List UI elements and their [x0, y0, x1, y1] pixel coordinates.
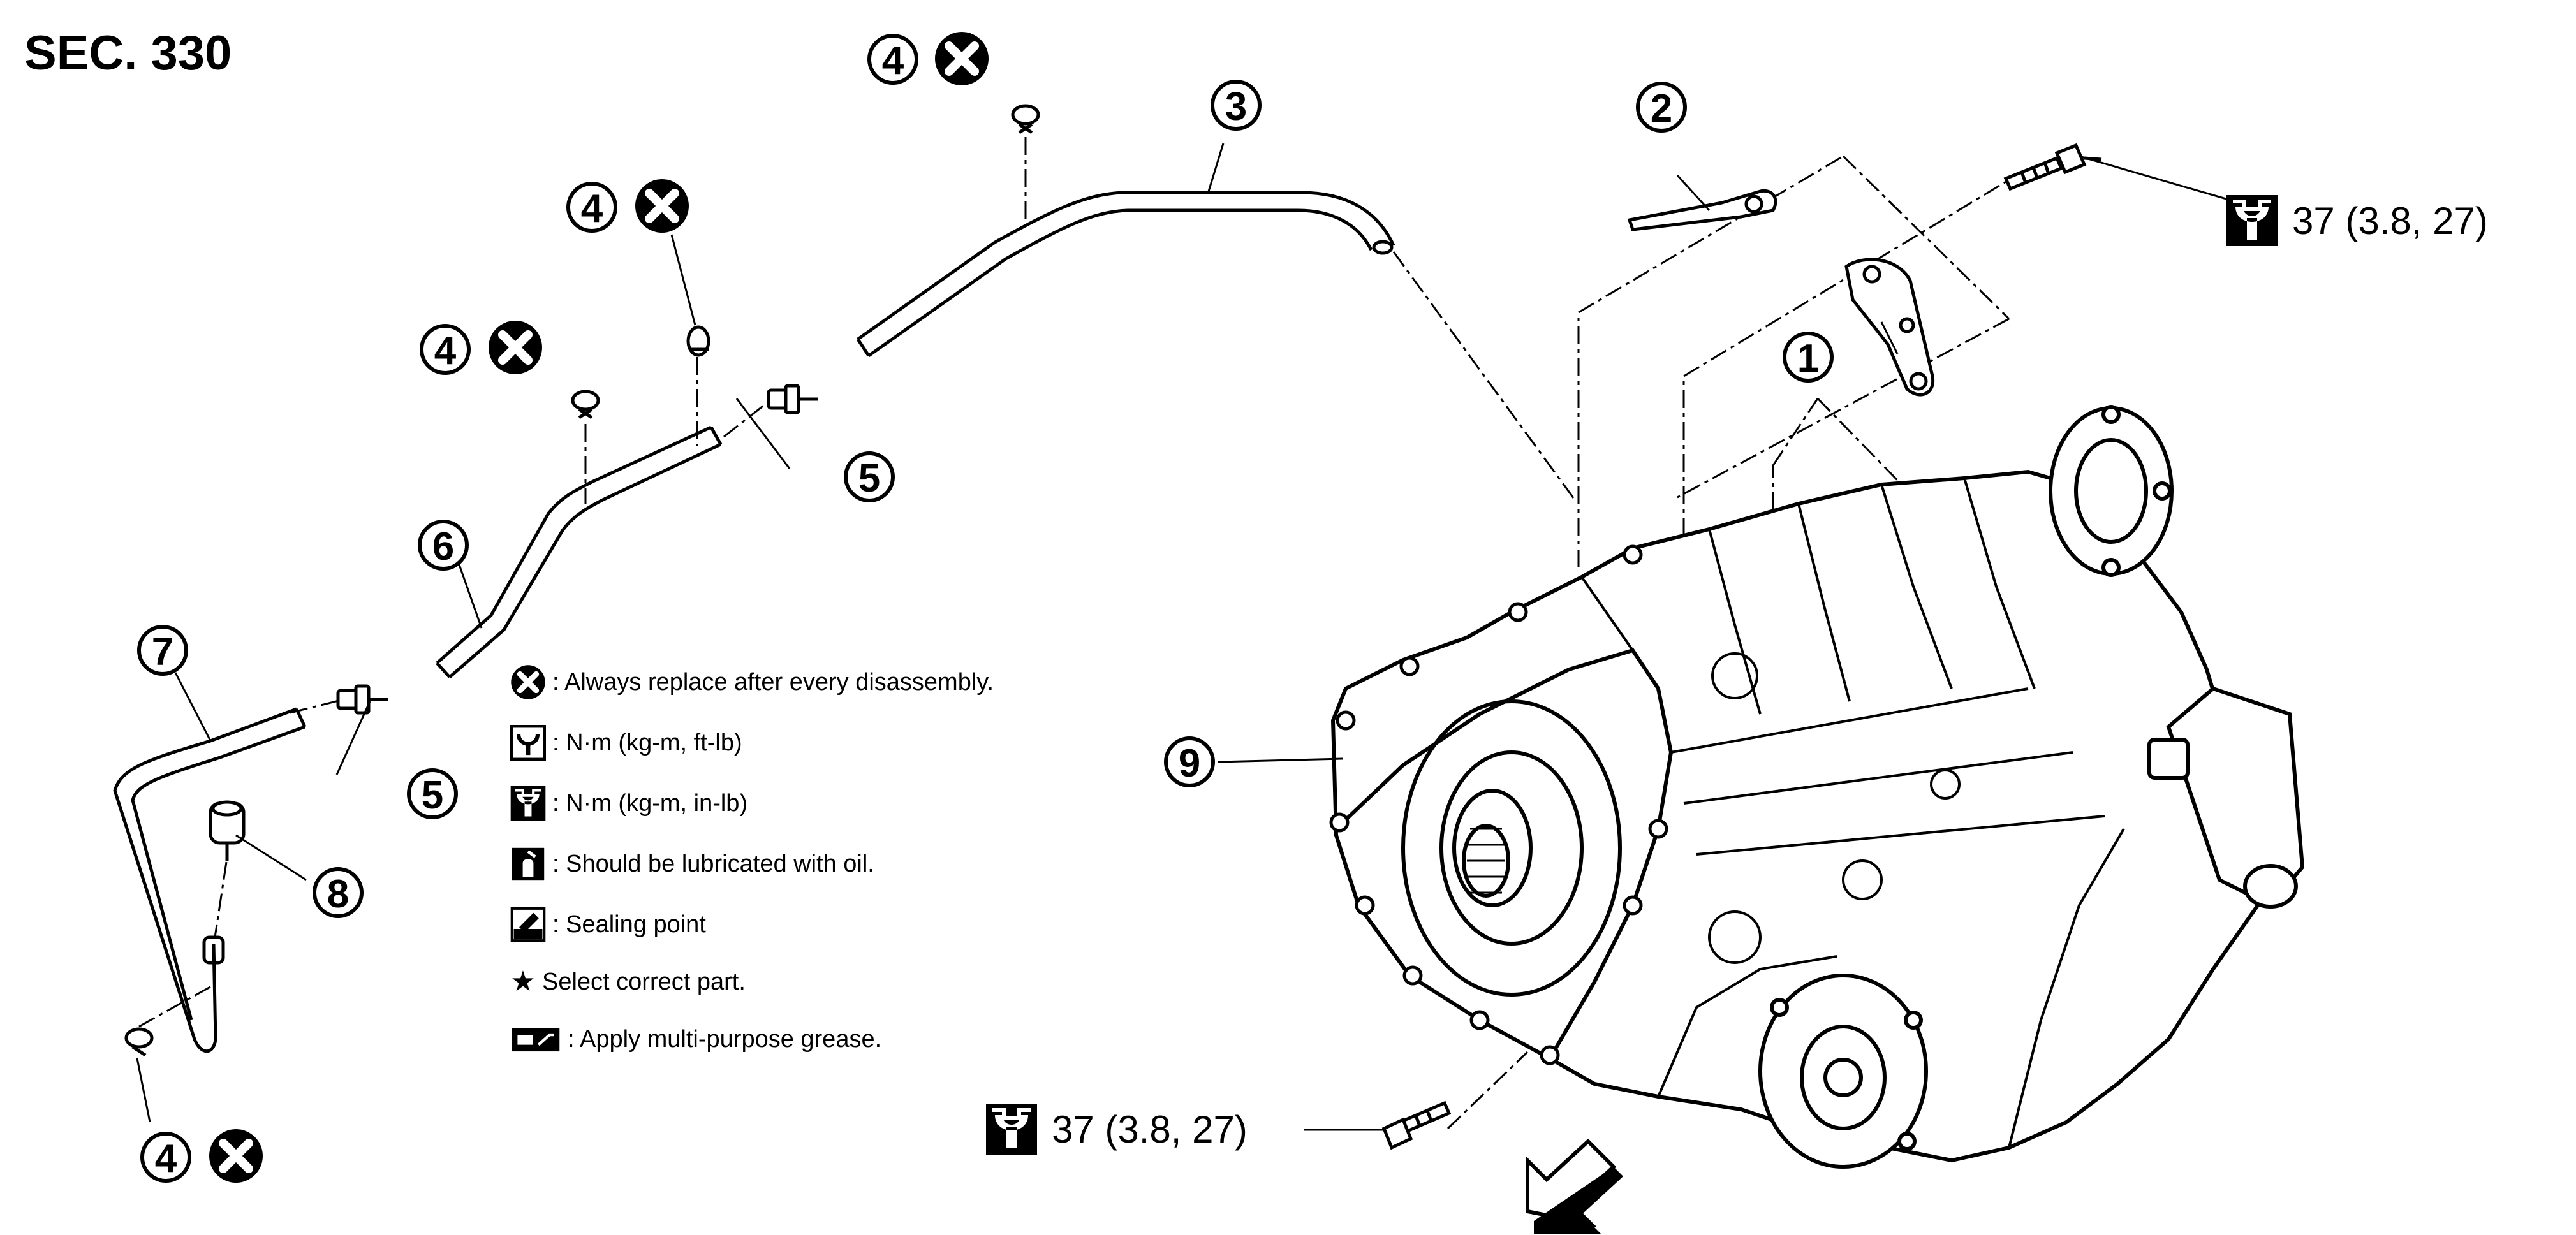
callout-5-lower: 5: [407, 768, 458, 819]
legend-text: : Apply multi-purpose grease.: [568, 1025, 882, 1053]
section-label: SEC. 330: [24, 26, 232, 80]
callout-7: 7: [137, 625, 188, 676]
legend-row-oil: : Should be lubricated with oil.: [510, 842, 874, 886]
callout-9: 9: [1164, 736, 1215, 787]
svg-text:3: 3: [1225, 85, 1247, 129]
legend-row-select: ★ Select correct part.: [510, 960, 746, 1004]
oil-lubricate-icon: [512, 847, 545, 881]
sealing-point-icon: [510, 907, 546, 942]
svg-text:9: 9: [1179, 742, 1200, 786]
breather-hose-middle: [436, 425, 723, 678]
legend-row-replace: : Always replace after every disassembly…: [510, 660, 994, 705]
mounting-bolt-lower: [1381, 1100, 1452, 1150]
svg-text:1: 1: [1797, 337, 1819, 381]
breather-hose-upper: [856, 191, 1395, 358]
svg-text:7: 7: [152, 630, 173, 674]
legend-row-grease: : Apply multi-purpose grease.: [510, 1017, 881, 1062]
torque-value-lower: 37 (3.8, 27): [1052, 1107, 1248, 1151]
svg-text:5: 5: [422, 773, 443, 817]
legend-text: : Should be lubricated with oil.: [552, 850, 874, 877]
legend-text: : N·m (kg-m, in-lb): [552, 789, 748, 817]
torque-value-upper: 37 (3.8, 27): [2292, 199, 2488, 242]
callout-6: 6: [418, 520, 469, 571]
svg-text:2: 2: [1651, 87, 1672, 131]
svg-text:8: 8: [327, 872, 349, 916]
callout-3: 3: [1211, 80, 1262, 131]
legend-text: : Sealing point: [552, 910, 706, 938]
svg-text:4: 4: [155, 1137, 177, 1181]
torque-spec-lower: 37 (3.8, 27): [985, 1103, 1248, 1155]
callout-2: 2: [1636, 82, 1687, 133]
torque-wrench-icon: [985, 1103, 1038, 1155]
legend-text: : Always replace after every disassembly…: [552, 668, 994, 696]
svg-text:5: 5: [858, 457, 880, 501]
mounting-bolt-upper: [2003, 143, 2102, 191]
svg-text:4: 4: [434, 329, 457, 373]
heat-insulator-bracket: [1627, 189, 1777, 231]
torque-spec-upper: 37 (3.8, 27): [2226, 194, 2488, 247]
star-icon: ★: [510, 966, 536, 997]
legend-text: : N·m (kg-m, ft-lb): [552, 729, 742, 756]
leader-lines: [136, 143, 2249, 1131]
legend-row-torque-ftlb: : N·m (kg-m, ft-lb): [510, 720, 742, 765]
callout-4-left-middle: 4: [420, 324, 471, 375]
callout-4-bottom: 4: [140, 1132, 191, 1183]
grease-icon: [512, 1028, 560, 1052]
svg-text:4: 4: [882, 39, 904, 83]
callout-8: 8: [313, 867, 364, 918]
torque-wrench-icon: [2226, 194, 2278, 247]
legend-row-torque-inlb: : N·m (kg-m, in-lb): [510, 781, 747, 826]
breather-tube-fitting: [209, 800, 246, 861]
front-arrow-icon: [1526, 1138, 1623, 1234]
legend-text: Select correct part.: [542, 968, 746, 995]
hose-clamp-icon: [124, 104, 1040, 1057]
transfer-assembly: [1329, 405, 2305, 1169]
svg-text:4: 4: [581, 187, 603, 231]
callout-4-top: 4: [867, 34, 918, 85]
svg-text:6: 6: [432, 525, 454, 569]
legend-row-sealing: : Sealing point: [510, 902, 706, 947]
callout-4-upper-middle: 4: [566, 182, 617, 233]
connector-upper: [767, 384, 818, 414]
always-replace-icon: [510, 664, 546, 700]
callout-5-upper: 5: [844, 451, 895, 502]
breather-hose-lower: [113, 707, 307, 1053]
torque-nm-kgm-ftlb-icon: [510, 725, 546, 761]
torque-nm-kgm-inlb-icon: [510, 786, 546, 821]
callout-1: 1: [1783, 332, 1834, 383]
connector-lower: [336, 684, 388, 715]
transfer-mount-bracket: [1844, 258, 1935, 397]
